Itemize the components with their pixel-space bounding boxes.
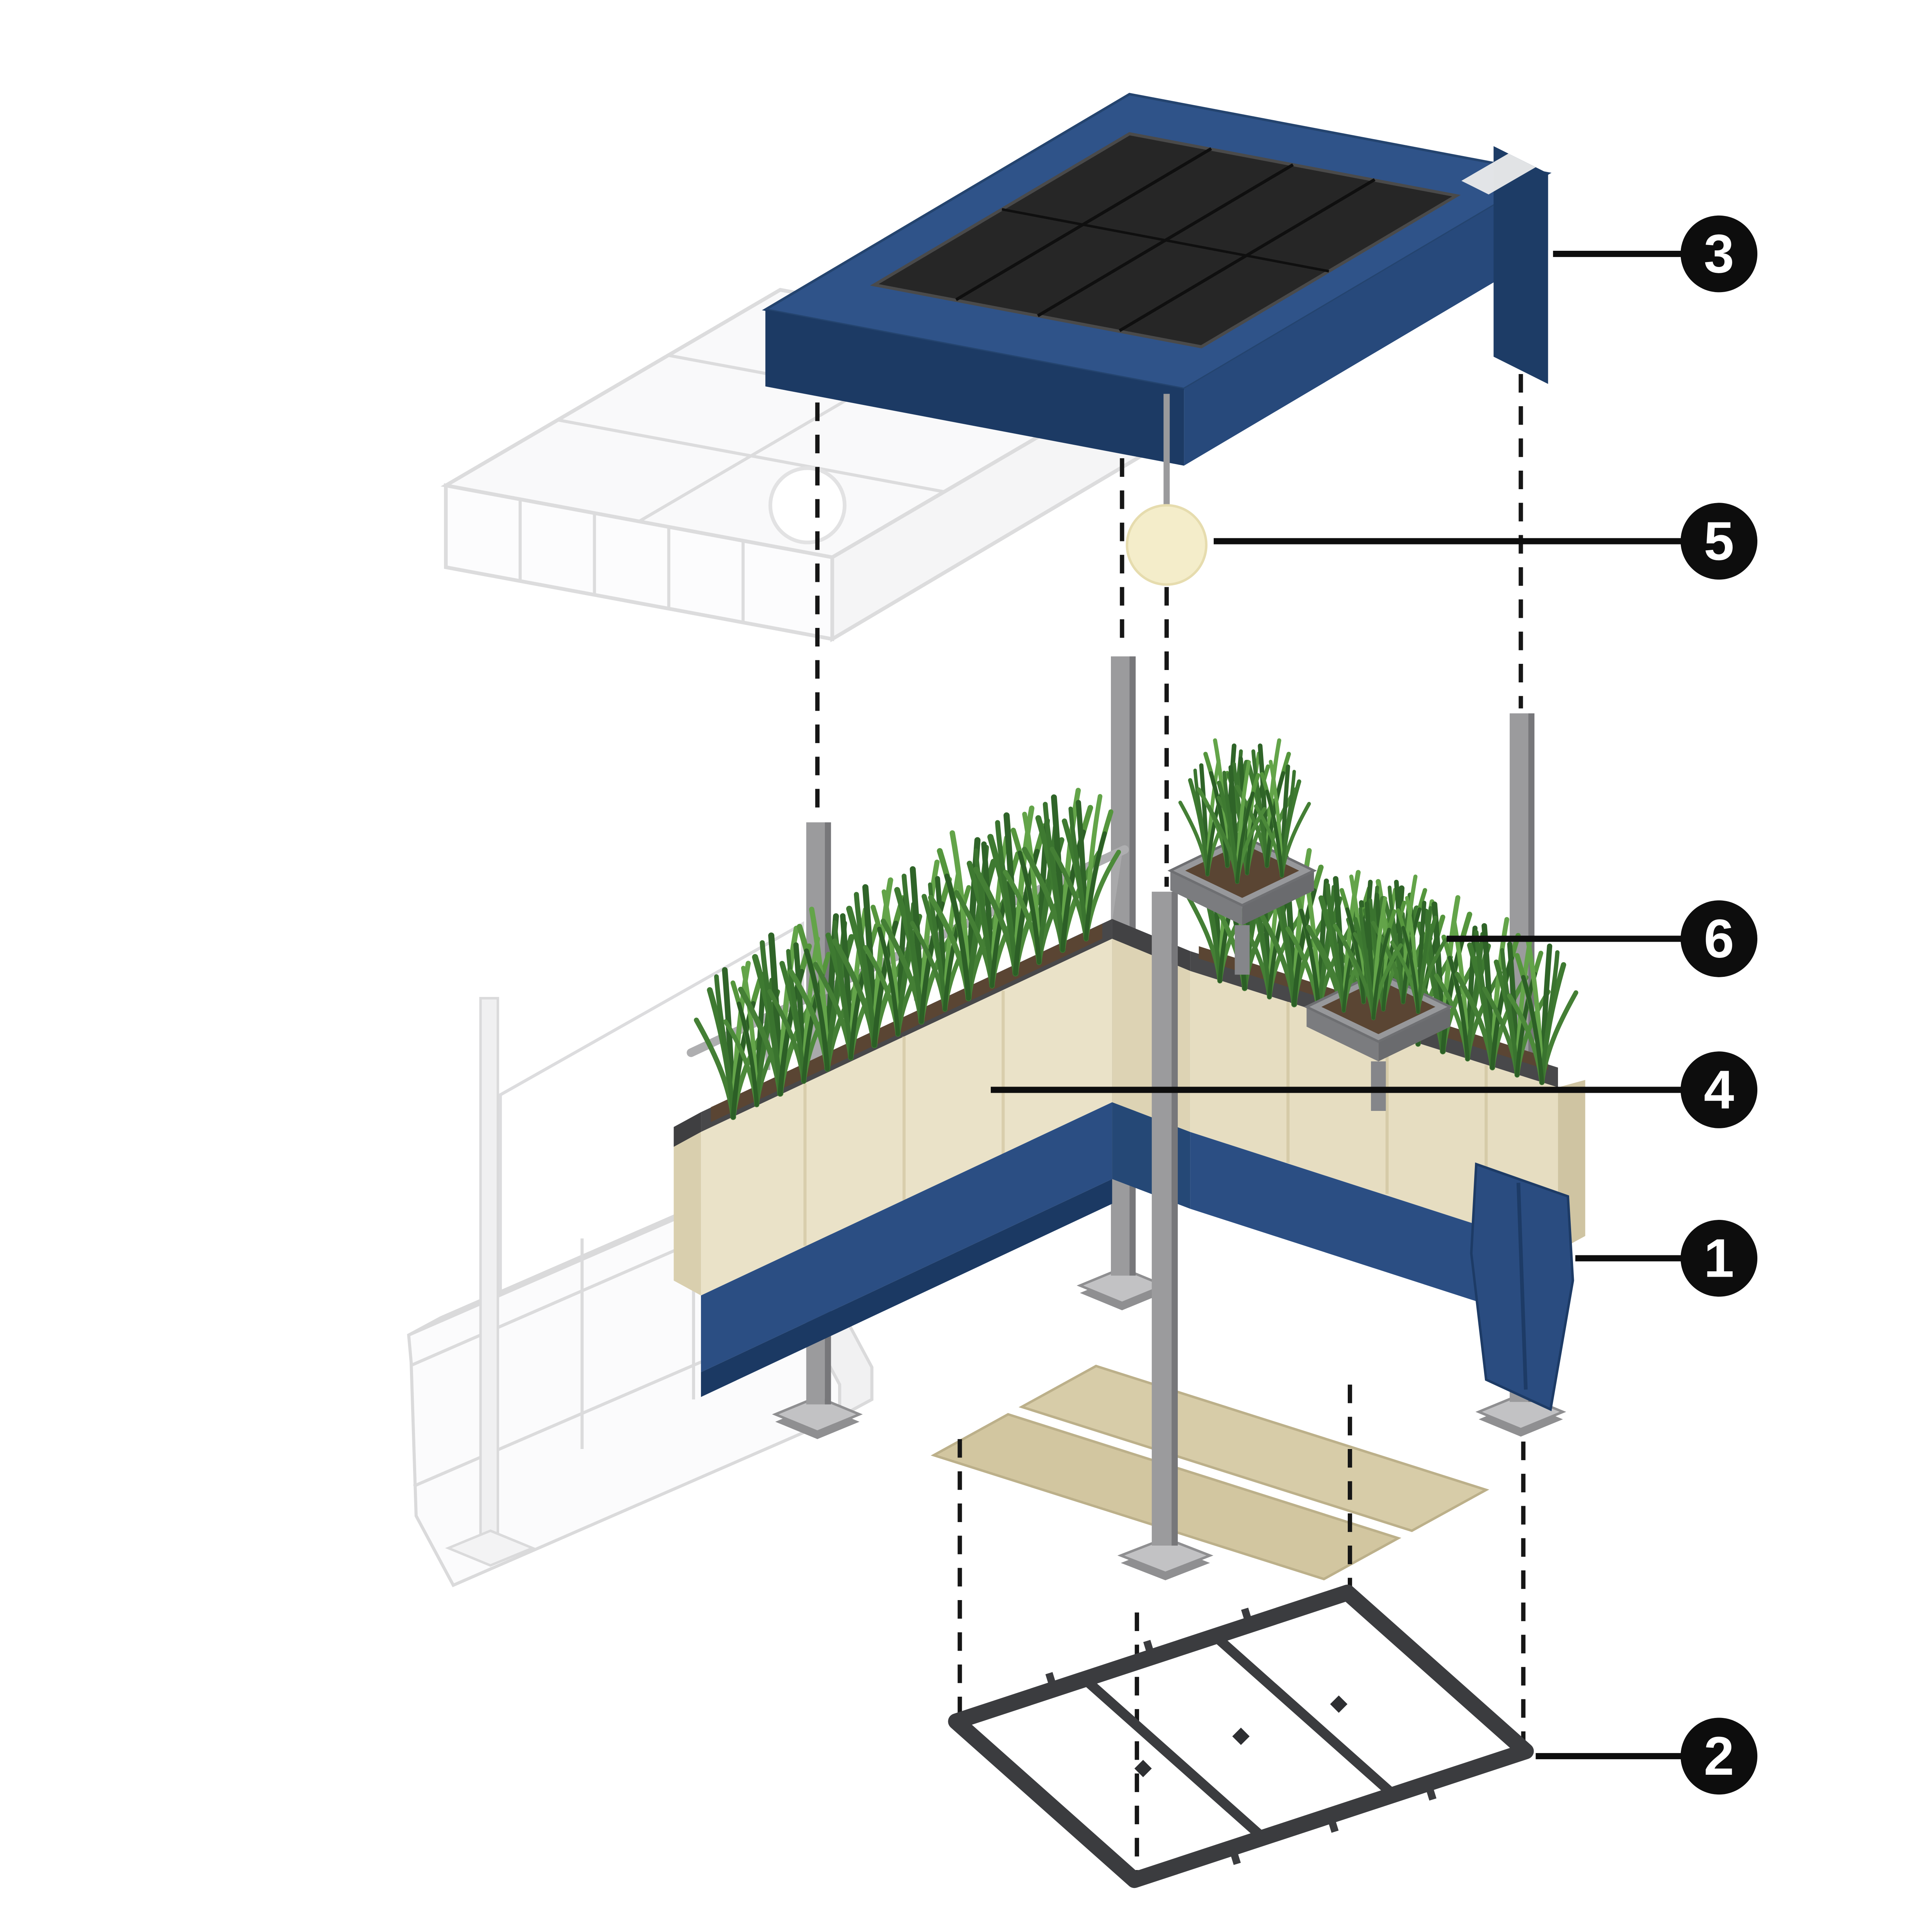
callout-1: 1 bbox=[1575, 1220, 1758, 1297]
planter-soil bbox=[711, 924, 1102, 1122]
deck-planks bbox=[930, 1364, 1490, 1581]
canopy-right-fascia bbox=[1184, 173, 1548, 466]
frame-foot bbox=[1134, 1760, 1152, 1777]
callout-3: 3 bbox=[1553, 215, 1758, 293]
canopy-front-fascia bbox=[765, 310, 1184, 466]
canopy-end-leg bbox=[1493, 146, 1548, 384]
deck-plank bbox=[1019, 1364, 1490, 1532]
elevated-tray-1 bbox=[1167, 740, 1317, 975]
post-foot bbox=[1117, 1537, 1214, 1574]
support-post-front bbox=[1117, 891, 1214, 1580]
light-fixture bbox=[1126, 394, 1208, 586]
planter-blue-skirt bbox=[701, 1102, 1112, 1372]
tray-support bbox=[1235, 925, 1250, 975]
callout-number: 3 bbox=[1704, 223, 1734, 284]
canopy-corner-bracket bbox=[1461, 153, 1536, 195]
ghost-post-foot bbox=[445, 1529, 536, 1567]
callout-badge bbox=[1680, 215, 1758, 293]
callout-number: 6 bbox=[1704, 908, 1734, 969]
callout-number: 4 bbox=[1704, 1059, 1734, 1120]
callout-5: 5 bbox=[1214, 503, 1758, 580]
callout-2: 2 bbox=[1536, 1718, 1758, 1795]
solar-panel-array bbox=[870, 132, 1461, 349]
callout-4: 4 bbox=[991, 1051, 1758, 1128]
planter-blue-skirt bbox=[1190, 1132, 1558, 1328]
base-frame bbox=[948, 1584, 1534, 1888]
callout-6: 6 bbox=[1446, 900, 1758, 977]
light-disc bbox=[1126, 504, 1208, 586]
post-foot bbox=[772, 1395, 863, 1433]
callout-badge bbox=[1680, 503, 1758, 580]
callout-badge bbox=[1680, 900, 1758, 977]
elevated-tray-2 bbox=[1304, 877, 1453, 1111]
frame-foot bbox=[1330, 1695, 1348, 1713]
canopy-assembly bbox=[762, 93, 1552, 466]
callout-number: 5 bbox=[1704, 510, 1734, 571]
ghost-light-fixture bbox=[768, 466, 847, 544]
callout-badge bbox=[1680, 1051, 1758, 1128]
callout-number: 1 bbox=[1704, 1227, 1734, 1288]
callout-badge bbox=[1680, 1718, 1758, 1795]
planter-corner bbox=[1112, 919, 1190, 1209]
support-post bbox=[1151, 891, 1172, 1546]
planter-end-cap bbox=[673, 1132, 701, 1296]
frame-foot bbox=[1232, 1728, 1250, 1745]
callout-badge bbox=[1680, 1220, 1758, 1297]
tray-support bbox=[1371, 1061, 1386, 1111]
planter-left-wing bbox=[673, 791, 1119, 1397]
callout-number: 2 bbox=[1704, 1725, 1734, 1786]
ghost-post bbox=[479, 997, 499, 1539]
